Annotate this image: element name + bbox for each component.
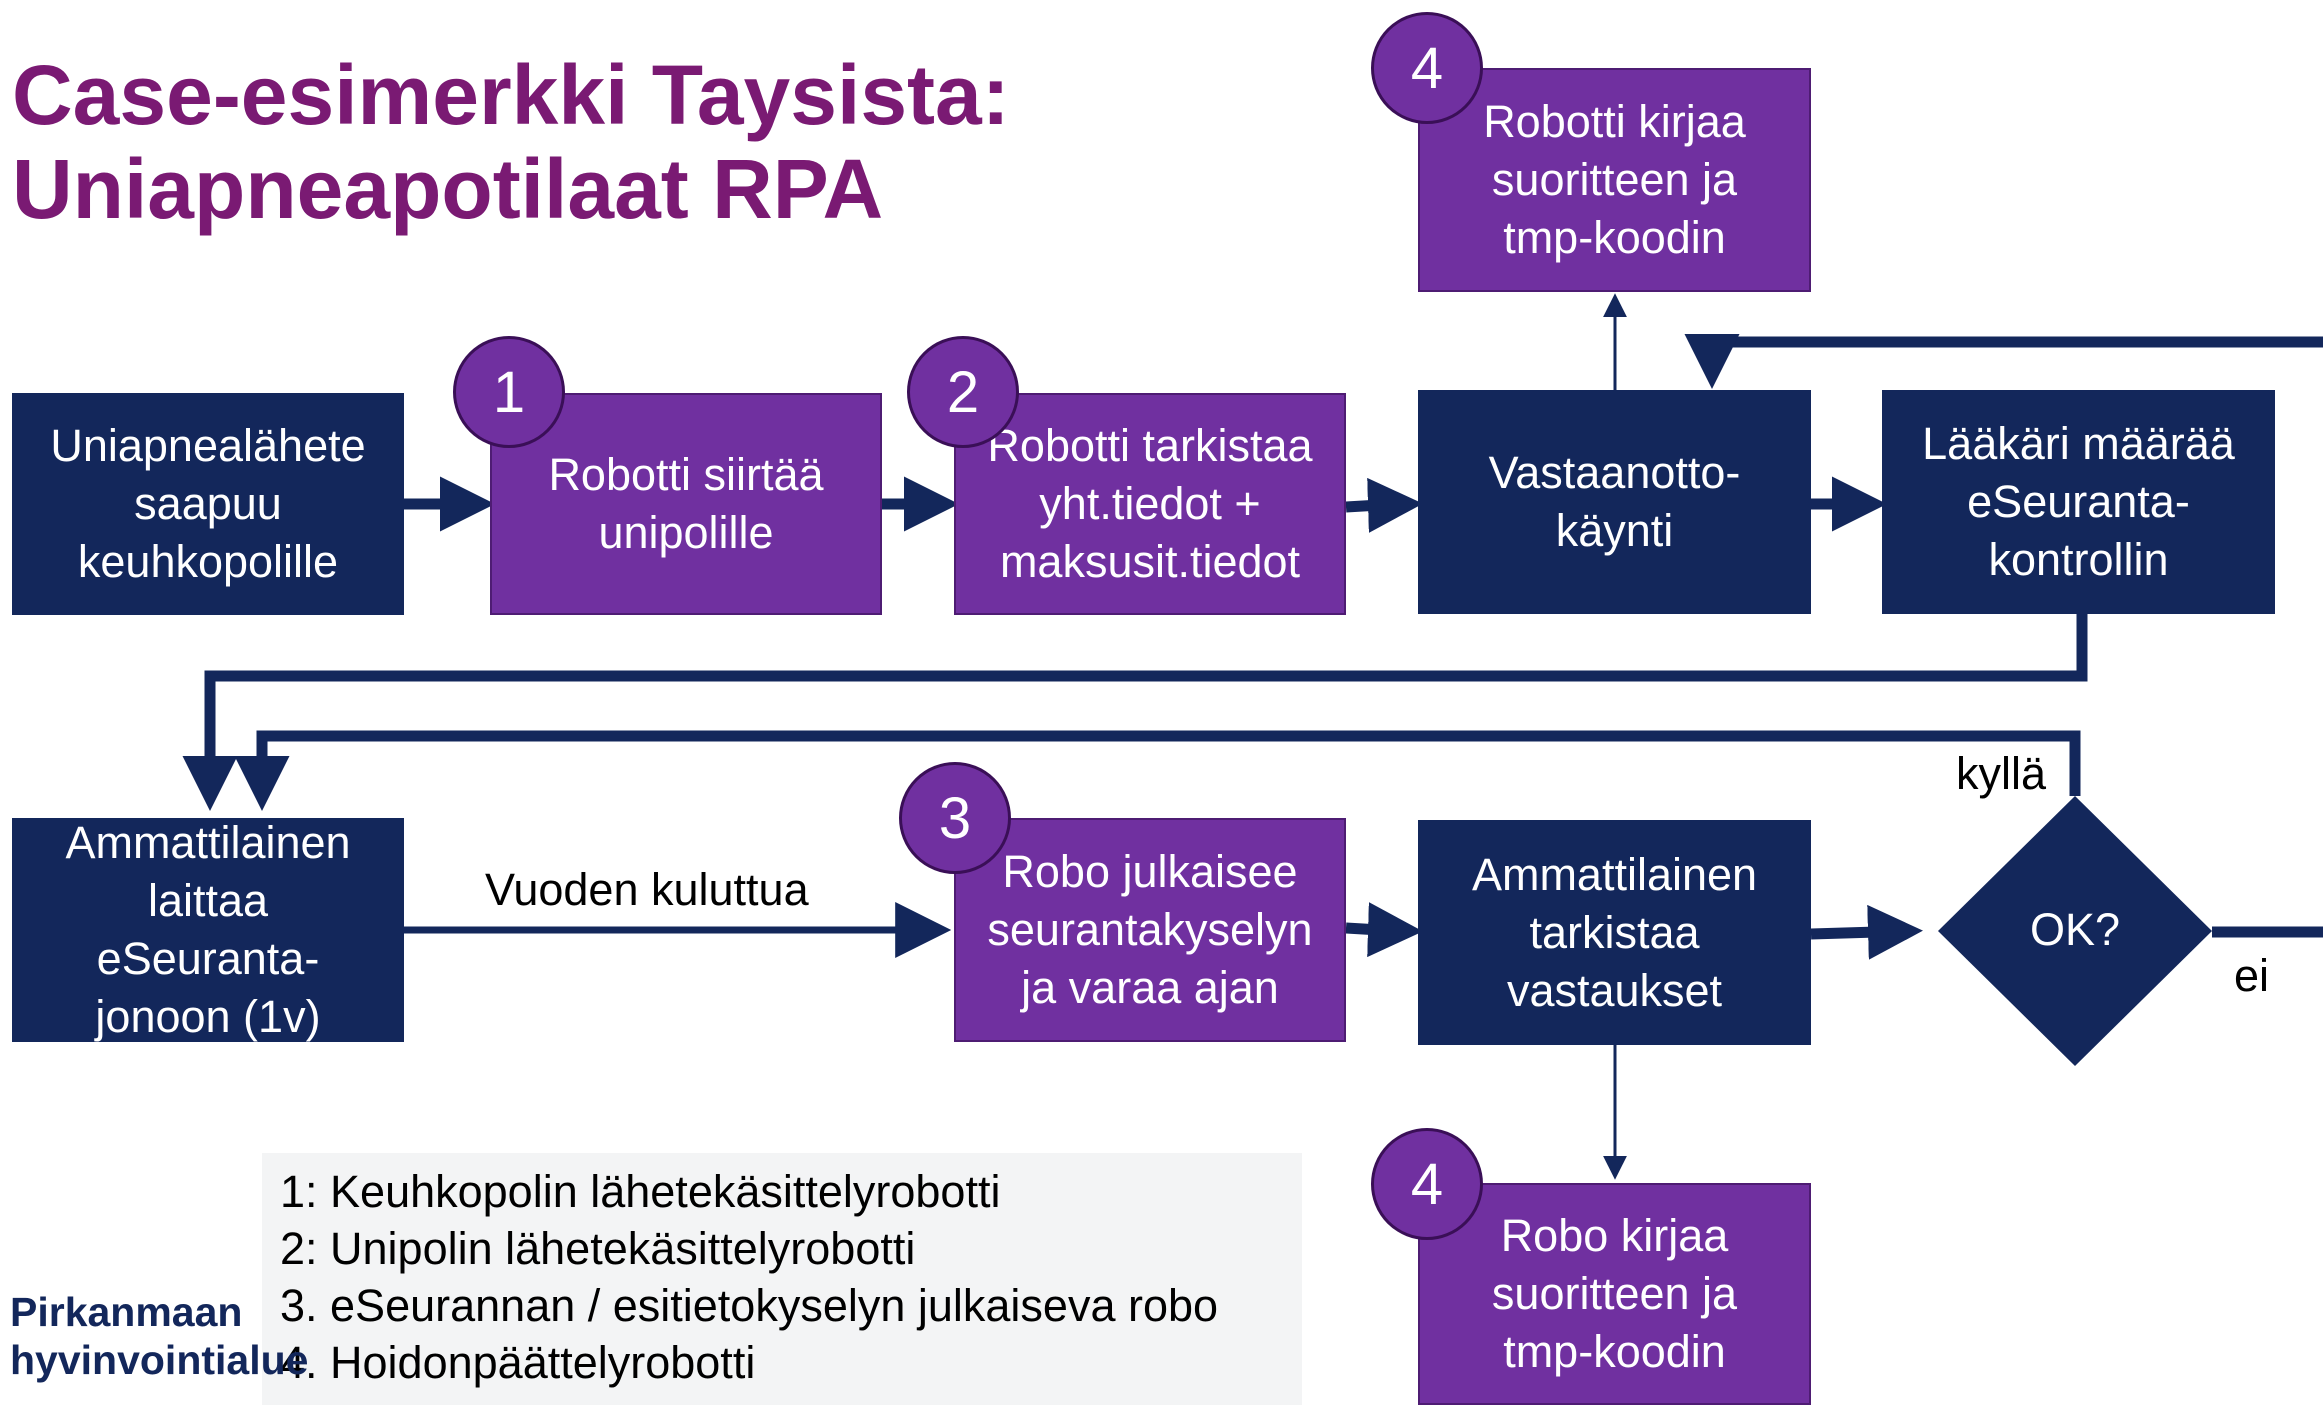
arrow-no-loop-to-visit xyxy=(1684,334,2323,389)
arrow-professional-check-to-decision xyxy=(1810,904,1923,960)
title-line-1: Case-esimerkki Taysista: xyxy=(12,48,1010,142)
label-no: ei xyxy=(2234,950,2270,1001)
badge-4-bottom: 4 xyxy=(1371,1128,1483,1240)
legend: 1: Keuhkopolin lähetekäsittelyrobotti 2:… xyxy=(262,1153,1302,1405)
arrow-robot-check-to-visit xyxy=(1345,477,1423,533)
box-doctor-orders-followup: Lääkäri määrää eSeuranta- kontrollin xyxy=(1882,390,2275,614)
badge-2: 2 xyxy=(907,336,1019,448)
badge-1: 1 xyxy=(453,336,565,448)
arrow-yes-loop-to-queue xyxy=(234,730,2081,811)
arrow-doctor-to-queue xyxy=(182,614,2088,811)
decision-label: OK? xyxy=(2029,904,2121,955)
legend-item: 3. eSeurannan / esitietokyselyn julkaise… xyxy=(280,1280,1219,1331)
title-line-2: Uniapneapotilaat RPA xyxy=(12,142,884,236)
decision-diamond xyxy=(1938,796,2212,1066)
box-robot-moves-to-unipoli: Robotti siirtää unipolille xyxy=(490,393,882,615)
box-visit: Vastaanotto- käynti xyxy=(1418,390,1811,614)
logo-line-2: hyvinvointialue xyxy=(10,1337,309,1383)
box-robot-checks-info: Robotti tarkistaa yht.tiedot + maksusit.… xyxy=(954,393,1346,615)
label-year-later: Vuoden kuluttua xyxy=(485,864,809,915)
badge-3: 3 xyxy=(899,762,1011,874)
legend-item: 1: Keuhkopolin lähetekäsittelyrobotti xyxy=(280,1166,1001,1217)
box-referral-arrives: Uniapnealähete saapuu keuhkopolille xyxy=(12,393,404,615)
arrow-robo-publish-to-professional-check xyxy=(1345,902,1423,958)
box-professional-checks-answers: Ammattilainen tarkistaa vastaukset xyxy=(1418,820,1811,1045)
badge-4-top: 4 xyxy=(1371,12,1483,124)
label-yes: kyllä xyxy=(1956,748,2047,799)
logo: Pirkanmaan hyvinvointialue xyxy=(10,1288,308,1384)
legend-item: 2: Unipolin lähetekäsittelyrobotti xyxy=(280,1223,916,1274)
box-robo-publishes-survey: Robo julkaisee seurantakyselyn ja varaa … xyxy=(954,818,1346,1042)
box-robot-records-top: Robotti kirjaa suoritteen ja tmp-koodin xyxy=(1418,68,1811,292)
legend-item: 4. Hoidonpäättelyrobotti xyxy=(280,1337,756,1388)
page-title: Case-esimerkki Taysista: Uniapneapotilaa… xyxy=(12,48,1010,236)
box-professional-queue: Ammattilainen laittaa eSeuranta- jonoon … xyxy=(12,818,404,1042)
logo-line-1: Pirkanmaan xyxy=(10,1289,243,1335)
box-robo-records-bottom: Robo kirjaa suoritteen ja tmp-koodin xyxy=(1418,1183,1811,1405)
